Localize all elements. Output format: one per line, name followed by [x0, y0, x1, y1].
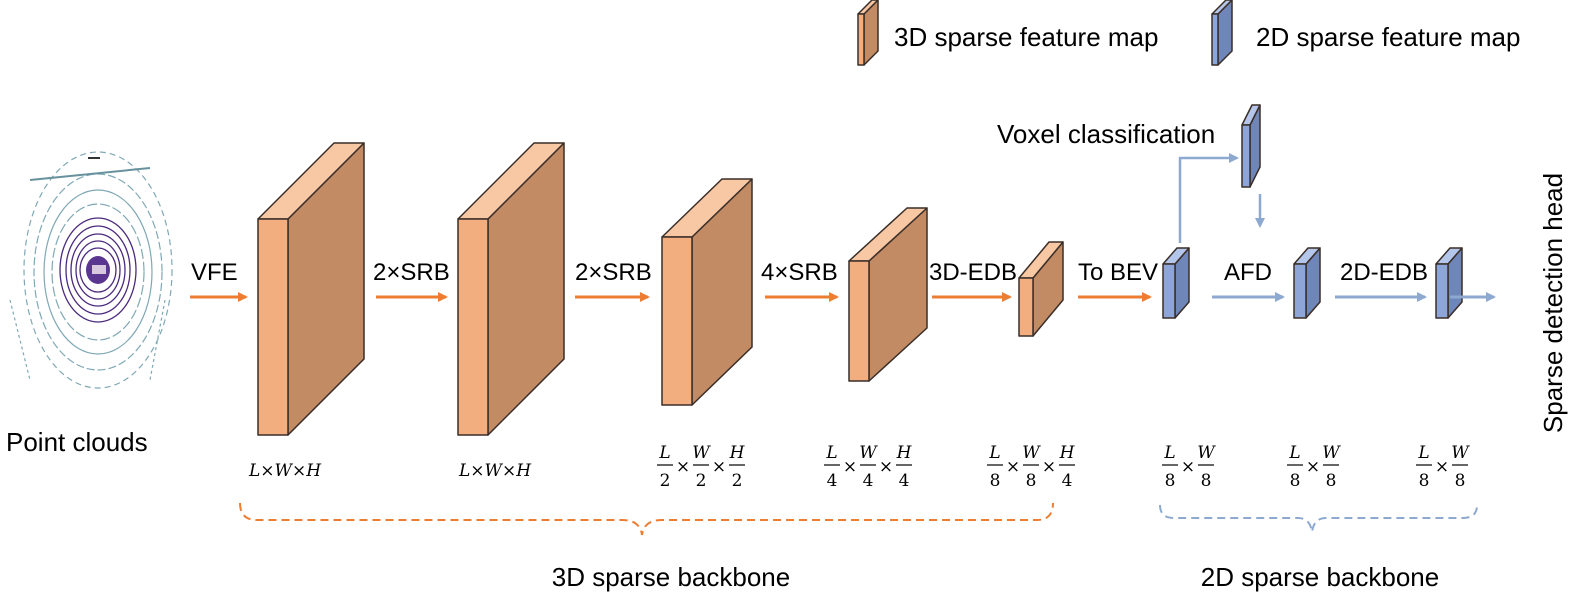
fraction-numerator: L [1417, 443, 1429, 463]
fraction-denominator: 4 [899, 471, 910, 491]
feature-map-2d-3 [1435, 247, 1463, 319]
legend-2d-icon [1211, 0, 1233, 66]
group-braces: 3D sparse backbone 2D sparse backbone [239, 502, 1478, 592]
step-labels: VFE 2×SRB 2×SRB 4×SRB 3D-EDB To BEV AFD … [191, 119, 1568, 433]
fraction-numerator: L [658, 443, 670, 463]
label-edb-2d: 2D-EDB [1340, 259, 1428, 286]
fraction-numerator: L [1288, 443, 1300, 463]
times-sign: × [712, 457, 726, 477]
dimension-7: L8×W8 [1287, 443, 1341, 491]
voxel-classification-label: Voxel classification [997, 119, 1215, 149]
times-sign: × [1306, 457, 1320, 477]
times-sign: × [879, 457, 893, 477]
dimension-8: L8×W8 [1416, 443, 1470, 491]
times-sign: × [1181, 457, 1195, 477]
legend-3d-label: 3D sparse feature map [894, 22, 1158, 52]
label-vfe: VFE [191, 259, 238, 286]
legend-3d-slab [857, 0, 879, 66]
fraction-denominator: 4 [863, 471, 874, 491]
times-sign: × [843, 457, 857, 477]
label-srb-3: 4×SRB [761, 259, 838, 286]
fraction-numerator: W [1197, 443, 1216, 463]
fraction-numerator: W [1022, 443, 1041, 463]
feature-map-3d-5 [1018, 241, 1064, 337]
arrow-to-voxel [1178, 153, 1239, 243]
dimension-text: L×W×H [248, 461, 322, 481]
group-2d-label: 2D sparse backbone [1201, 562, 1439, 592]
feature-map-3d-1 [257, 142, 365, 436]
arrows [190, 153, 1496, 302]
legend: 3D sparse feature map 2D sparse feature … [857, 0, 1520, 66]
dimension-4: L4×W4×H4 [824, 443, 913, 491]
fraction-numerator: W [1451, 443, 1470, 463]
fraction-denominator: 8 [1326, 471, 1337, 491]
point-clouds-label: Point clouds [6, 427, 148, 457]
feature-map-3d-2 [457, 142, 565, 436]
fraction-numerator: L [988, 443, 1000, 463]
voxel-classification-map [1241, 104, 1261, 188]
times-sign: × [1042, 457, 1056, 477]
fraction-denominator: 8 [1419, 471, 1430, 491]
fraction-denominator: 8 [1201, 471, 1212, 491]
fraction-denominator: 2 [696, 471, 707, 491]
dimension-1: L×W×H [248, 461, 322, 481]
fraction-numerator: W [1322, 443, 1341, 463]
label-srb-2: 2×SRB [575, 259, 652, 286]
brace-2d [1159, 504, 1478, 533]
dimension-3: L2×W2×H2 [657, 443, 746, 491]
fraction-denominator: 2 [660, 471, 671, 491]
fraction-numerator: W [859, 443, 878, 463]
fraction-numerator: L [1163, 443, 1175, 463]
dimension-2: L×W×H [458, 461, 532, 481]
fraction-denominator: 2 [732, 471, 743, 491]
group-3d-label: 3D sparse backbone [552, 562, 790, 592]
fraction-denominator: 8 [1290, 471, 1301, 491]
label-to-bev: To BEV [1078, 259, 1158, 286]
dimension-6: L8×W8 [1162, 443, 1216, 491]
fraction-denominator: 8 [990, 471, 1001, 491]
fraction-numerator: H [1059, 443, 1076, 463]
dimension-text: L×W×H [458, 461, 532, 481]
label-srb-1: 2×SRB [373, 259, 450, 286]
feature-map-3d-4 [848, 207, 928, 382]
sparse-detection-head-label: Sparse detection head [1538, 173, 1568, 433]
feature-map-2d-1 [1162, 247, 1190, 319]
fraction-numerator: H [729, 443, 746, 463]
fraction-denominator: 4 [1062, 471, 1073, 491]
fraction-denominator: 8 [1165, 471, 1176, 491]
feature-map-2d-2 [1293, 247, 1321, 319]
brace-3d [239, 502, 1054, 536]
times-sign: × [676, 457, 690, 477]
fraction-denominator: 8 [1455, 471, 1466, 491]
legend-2d-label: 2D sparse feature map [1256, 22, 1520, 52]
times-sign: × [1006, 457, 1020, 477]
fraction-numerator: W [692, 443, 711, 463]
legend-2d-slab [1211, 0, 1233, 66]
point-cloud-image: Point clouds [6, 151, 173, 457]
label-edb-3d: 3D-EDB [929, 259, 1017, 286]
dimension-5: L8×W8×H4 [987, 443, 1076, 491]
feature-maps [257, 104, 1463, 436]
fraction-denominator: 4 [827, 471, 838, 491]
fraction-numerator: L [825, 443, 837, 463]
feature-map-3d-3 [661, 178, 753, 406]
fraction-denominator: 8 [1026, 471, 1037, 491]
fraction-numerator: H [896, 443, 913, 463]
times-sign: × [1435, 457, 1449, 477]
legend-3d-icon [857, 0, 879, 66]
label-afd: AFD [1224, 259, 1272, 286]
